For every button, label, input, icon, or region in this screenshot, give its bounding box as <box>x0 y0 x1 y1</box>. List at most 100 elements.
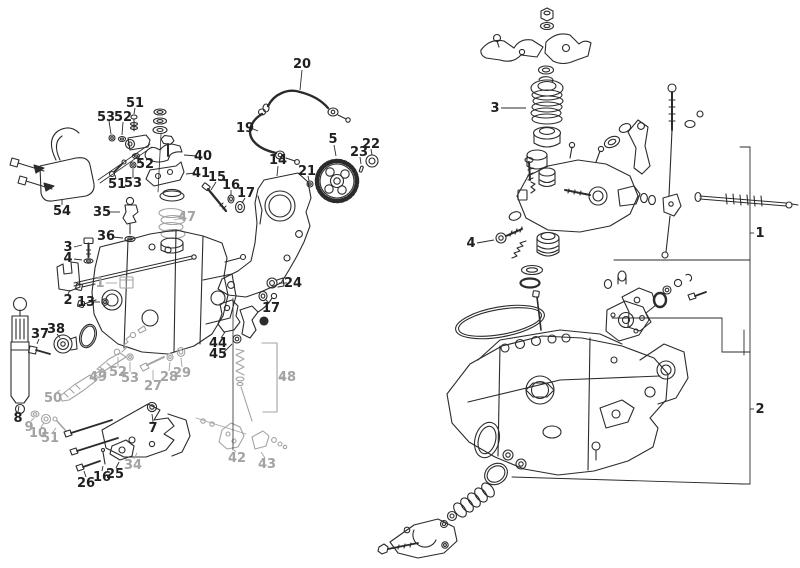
leader-line <box>133 452 138 460</box>
mount-25 <box>109 439 135 461</box>
leader-line <box>476 239 495 244</box>
part-label-51: 51 <box>126 96 144 111</box>
leader-line <box>183 154 198 157</box>
leader-line <box>98 367 103 373</box>
part-label-19: 19 <box>236 121 254 136</box>
leader-line <box>168 361 171 372</box>
governor-housing <box>508 141 656 233</box>
part-label-35: 35 <box>93 205 111 220</box>
damper-8-hardware-9-10-51 <box>10 296 67 432</box>
part-label-22: 22 <box>362 137 380 152</box>
part-label-43: 43 <box>258 457 276 472</box>
part-label-29: 29 <box>173 366 191 381</box>
part-label-16: 16 <box>222 178 240 193</box>
part-label-1: 1 <box>95 276 104 291</box>
pump-body-right <box>446 329 689 476</box>
group-48-muted <box>235 342 278 422</box>
valve-49-muted <box>96 325 147 373</box>
leader-line <box>108 120 112 135</box>
part-label-34: 34 <box>124 458 142 473</box>
part-label-13: 13 <box>77 295 95 310</box>
timing-gear-5 <box>306 154 379 204</box>
bottom-bracket-34-mount-25 <box>63 401 191 472</box>
screw-4-and-plug <box>495 226 560 259</box>
leader-line <box>114 174 117 180</box>
leader-line <box>40 422 45 428</box>
delivery-valve-35-36 <box>122 196 139 243</box>
hardware-27-28-29-52-53-muted <box>113 347 186 372</box>
large-oval-gasket <box>455 304 545 340</box>
part-label-50: 50 <box>44 391 62 406</box>
bolt-37-pulley-38 <box>27 323 98 355</box>
part-label-37: 37 <box>31 327 49 342</box>
part-label-10: 10 <box>29 426 47 441</box>
leader-line <box>370 148 373 156</box>
right-assembled-view-art <box>377 7 799 559</box>
leader-line <box>307 175 310 182</box>
part-label-17: 17 <box>262 301 280 316</box>
stop-solenoid-54 <box>9 127 95 202</box>
governor-spring-3 <box>530 89 564 148</box>
part-label-7: 7 <box>148 421 157 436</box>
assembly-bracket-lines <box>611 146 751 485</box>
leader-line <box>333 144 337 157</box>
part-label-52: 52 <box>114 110 132 125</box>
leader-line <box>111 236 124 239</box>
nut-7 <box>146 401 158 413</box>
part-label-53: 53 <box>97 110 115 125</box>
part-label-49: 49 <box>89 370 107 385</box>
part-label-27: 27 <box>144 379 162 394</box>
governor-small-parts <box>524 149 556 194</box>
nut-13 <box>101 298 109 306</box>
control-lever-rod <box>603 83 799 259</box>
leader-line <box>83 470 87 478</box>
part-label-24: 24 <box>284 276 302 291</box>
part-label-3: 3 <box>490 101 499 116</box>
part-label-1: 1 <box>755 226 764 241</box>
bottom-clamp-and-spring <box>377 449 745 559</box>
part-label-2: 2 <box>755 402 764 417</box>
leader-line <box>299 69 303 91</box>
leader-line <box>121 121 124 136</box>
part-label-51: 51 <box>41 431 59 446</box>
part-label-26: 26 <box>77 476 95 491</box>
part-label-48: 48 <box>278 370 296 385</box>
leader-line <box>55 389 61 394</box>
part-label-54: 54 <box>53 204 71 219</box>
left-exploded-view-art <box>9 89 379 472</box>
bracket-40 <box>144 143 183 163</box>
part-label-15: 15 <box>208 170 226 185</box>
part-label-14: 14 <box>269 153 287 168</box>
part-label-2: 2 <box>63 293 72 308</box>
part-label-52: 52 <box>136 157 154 172</box>
leader-line <box>151 413 154 423</box>
leader-line <box>265 299 270 304</box>
part-label-28: 28 <box>160 370 178 385</box>
part-label-17: 17 <box>237 186 255 201</box>
leader-line <box>185 172 196 175</box>
part-label-23: 23 <box>350 145 368 160</box>
leader-line <box>250 127 259 132</box>
leader-line <box>30 417 35 422</box>
part-label-53: 53 <box>124 176 142 191</box>
leader-line <box>17 405 20 413</box>
distributor-stem-stack <box>519 264 544 331</box>
part-label-16: 16 <box>93 470 111 485</box>
leader-line <box>173 217 182 221</box>
bracket-41 <box>145 161 185 187</box>
linkage-42-43-muted <box>195 417 288 450</box>
nut-21 <box>306 180 314 188</box>
part-label-51: 51 <box>108 177 126 192</box>
part-label-42: 42 <box>228 451 246 466</box>
bolt-3-washer-4 <box>83 237 94 264</box>
leader-line <box>233 449 237 453</box>
leader-line <box>241 197 246 204</box>
leader-line <box>52 427 57 433</box>
part-label-38: 38 <box>47 322 65 337</box>
leader-line <box>73 244 83 248</box>
leader-line <box>67 289 71 295</box>
